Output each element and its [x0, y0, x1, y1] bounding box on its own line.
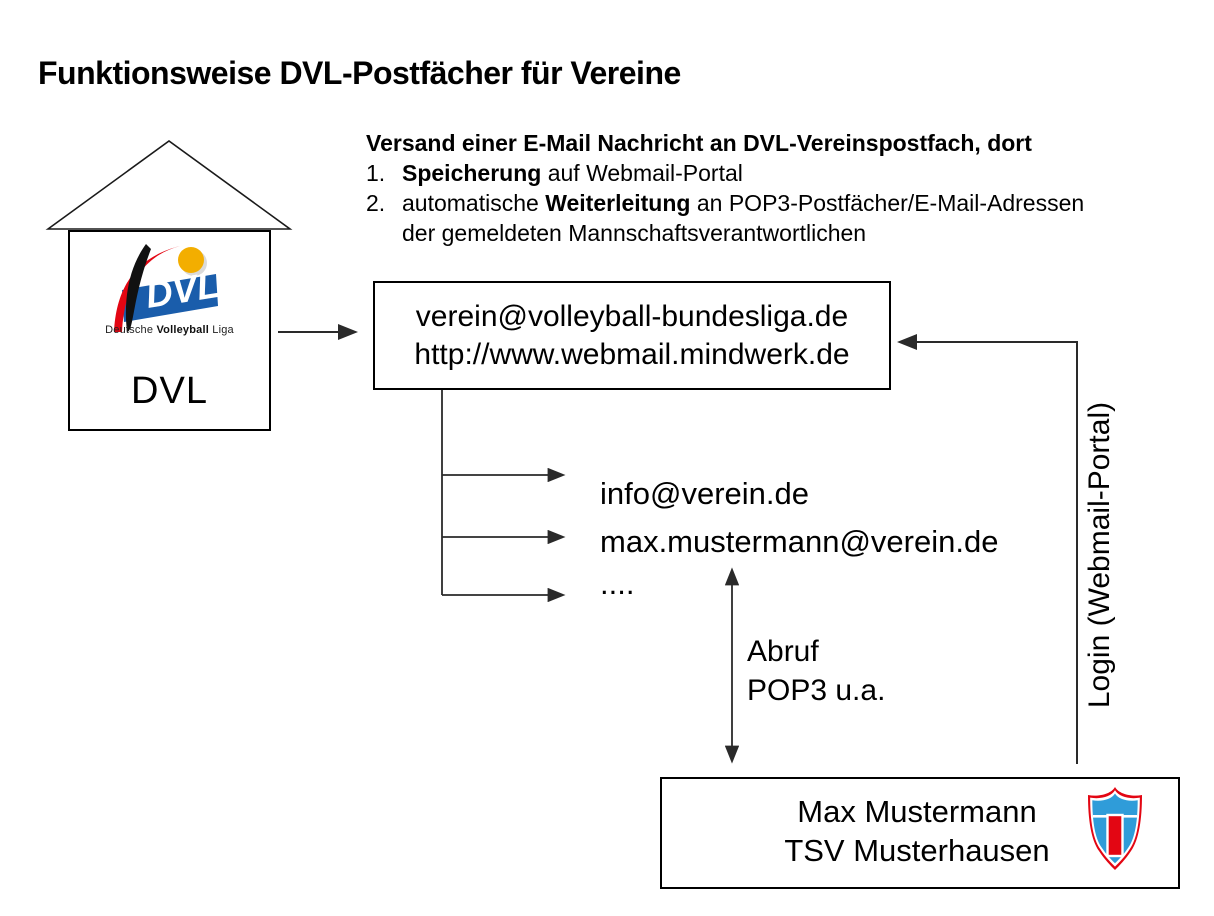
list-item-2: 2. automatische Weiterleitung an POP3-Po…: [366, 188, 1176, 248]
dvl-house-box: DVL Deutsche Volleyball Liga DVL: [68, 230, 271, 431]
list-item-2-number: 2.: [366, 190, 386, 216]
arrow-login-connector: [897, 334, 1078, 764]
recipient-email-1: info@verein.de: [600, 476, 809, 511]
list-item-2-text: automatische Weiterleitung an POP3-Postf…: [402, 190, 1085, 246]
club-shield-icon: [1088, 787, 1142, 870]
member-club: TSV Musterhausen: [784, 833, 1050, 868]
member-text: Max Mustermann TSV Musterhausen: [722, 792, 1112, 870]
list-item-1-number: 1.: [366, 160, 386, 186]
dvl-logo-icon: DVL: [114, 244, 223, 332]
instructions-block: Versand einer E-Mail Nachricht an DVL-Ve…: [366, 128, 1176, 248]
member-box: Max Mustermann TSV Musterhausen: [660, 777, 1180, 889]
instructions-heading: Versand einer E-Mail Nachricht an DVL-Ve…: [366, 130, 1032, 156]
abruf-label: Abruf POP3 u.a.: [747, 635, 886, 707]
house-roof: [45, 140, 293, 230]
login-webmail-label: Login (Webmail-Portal): [1083, 401, 1116, 709]
mailbox-email: verein@volleyball-bundesliga.de: [415, 299, 849, 333]
page-title: Funktionsweise DVL-Postfächer für Verein…: [38, 55, 681, 92]
list-item-1-text: Speicherung auf Webmail-Portal: [402, 160, 743, 186]
dvl-house-label: DVL: [131, 370, 208, 412]
recipient-email-2: max.mustermann@verein.de: [600, 524, 999, 559]
mailbox-box: verein@volleyball-bundesliga.de http://w…: [373, 281, 891, 390]
mailbox-webmail-url: http://www.webmail.mindwerk.de: [414, 337, 850, 371]
dvl-logo-wordmark: DVL: [143, 264, 223, 316]
dvl-logo-subtitle: Deutsche Volleyball Liga: [105, 324, 234, 336]
recipient-more-ellipsis: ....: [600, 566, 635, 601]
list-item-1: 1. Speicherung auf Webmail-Portal: [366, 158, 1176, 188]
member-name: Max Mustermann: [797, 794, 1037, 829]
